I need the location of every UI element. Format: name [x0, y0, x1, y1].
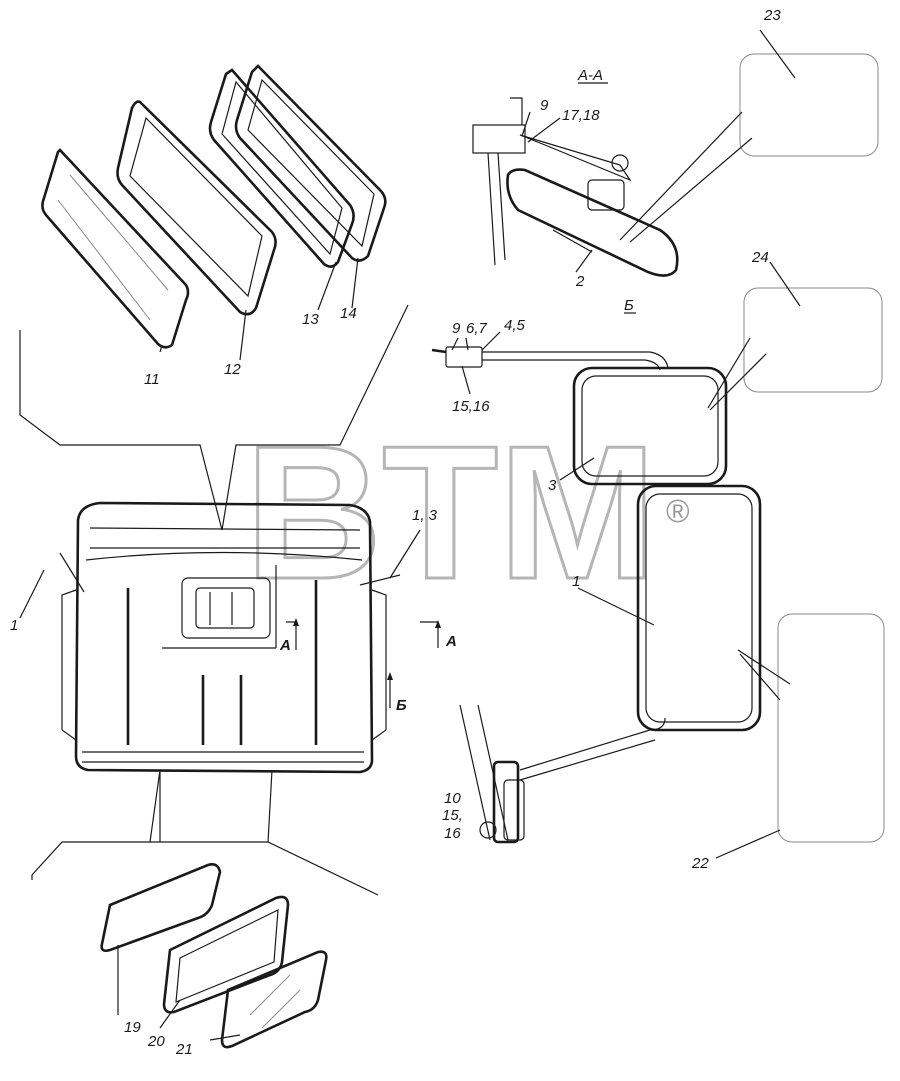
callout-3: 3 [548, 477, 557, 494]
mirror-outline-23 [739, 53, 879, 157]
section-b-detail [431, 346, 669, 371]
section-b-label: Б [624, 297, 634, 314]
callout-20: 20 [147, 1033, 165, 1050]
callout-23: 23 [763, 7, 781, 24]
callout-17-18: 17,18 [562, 107, 600, 124]
callout-2: 2 [575, 273, 585, 290]
mirror-bracket [459, 704, 666, 844]
window-seal-12 [116, 100, 277, 316]
section-a-left-label: А [279, 637, 291, 654]
window-frame-14 [234, 64, 387, 262]
callout-9-b: 9 [452, 320, 461, 337]
callout-9-aa: 9 [540, 97, 549, 114]
cab-rear-view [61, 501, 387, 774]
callout-6-7: 6,7 [466, 320, 488, 337]
callout-1-mirror: 1 [572, 573, 580, 590]
callout-19: 19 [124, 1019, 141, 1036]
watermark: BTM ® [244, 406, 691, 621]
section-marker-a-left [286, 618, 299, 650]
callout-24: 24 [751, 249, 769, 266]
section-marker-b-arrow [387, 672, 393, 708]
callout-1-left: 1 [10, 617, 18, 634]
callout-15: 15, [442, 807, 463, 824]
section-a-right-label: А [445, 633, 457, 650]
section-marker-a-right [420, 620, 441, 648]
mirror-outline-24 [743, 287, 883, 393]
mirror-1 [636, 484, 762, 732]
mirror-3 [572, 366, 728, 486]
section-aa-detail [472, 97, 679, 277]
section-aa-label: А-А [577, 67, 603, 84]
callout-16: 16 [444, 825, 461, 842]
watermark-registered-mark: ® [666, 493, 690, 529]
callout-4-5: 4,5 [504, 317, 526, 334]
callout-21: 21 [175, 1041, 193, 1058]
mirror-outline-22 [777, 613, 885, 843]
section-b-arrow-label: Б [396, 697, 407, 714]
explode-leaders [19, 304, 409, 896]
callout-22: 22 [691, 855, 709, 872]
callout-11: 11 [144, 371, 160, 388]
callout-12: 12 [224, 361, 241, 378]
window-glass-11 [41, 148, 190, 349]
window-frame-13 [208, 68, 355, 268]
callout-14: 14 [340, 305, 357, 322]
watermark-text: BTM [245, 407, 657, 619]
callout-15-16: 15,16 [452, 398, 490, 415]
window-glass-19 [100, 863, 222, 953]
callout-13: 13 [302, 311, 319, 328]
callout-10: 10 [444, 790, 461, 807]
callout-1-3: 1, 3 [412, 507, 438, 524]
callout-leaders [19, 29, 801, 1041]
window-glass-21 [220, 950, 328, 1049]
